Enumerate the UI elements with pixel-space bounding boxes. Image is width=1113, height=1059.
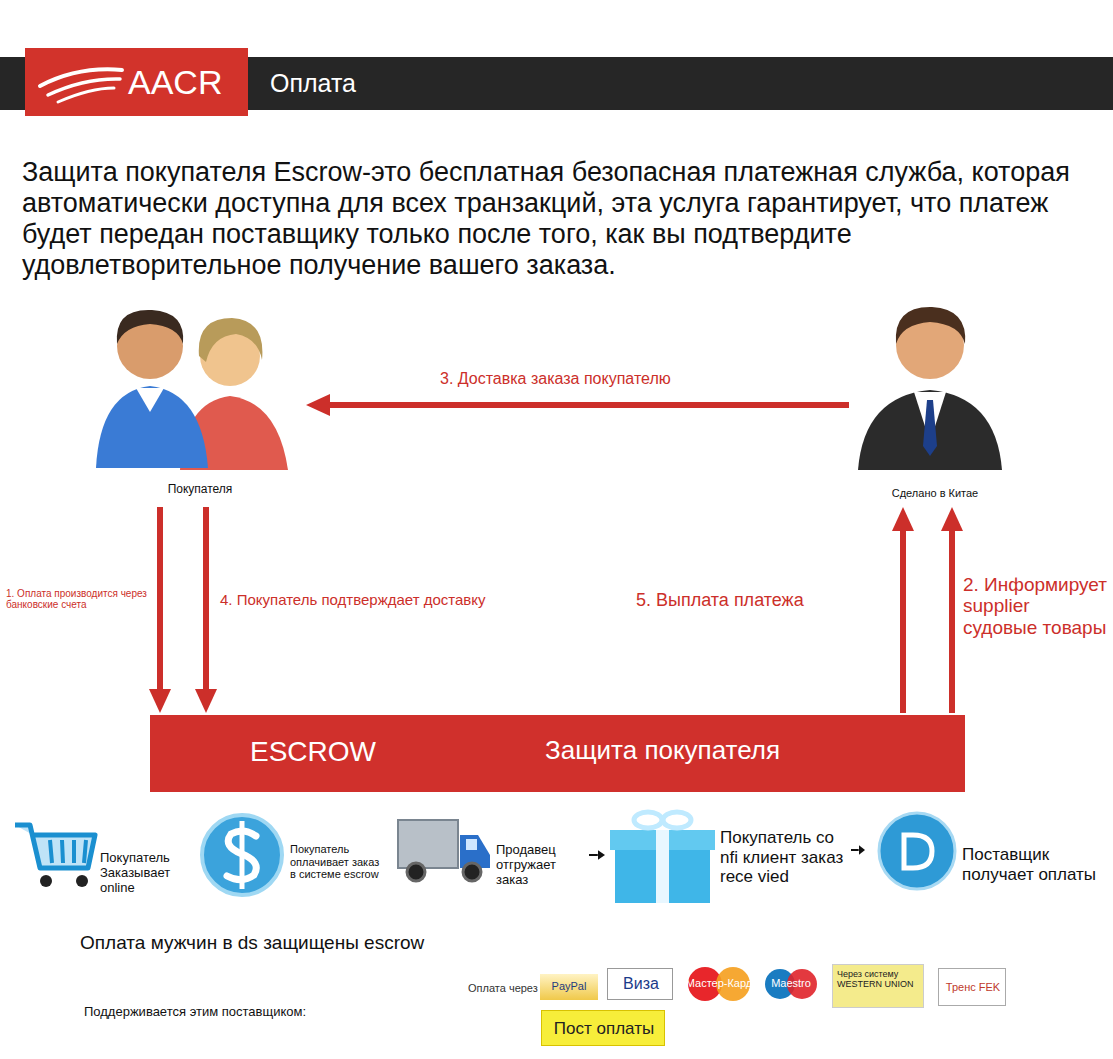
logo-text: AACR xyxy=(128,63,246,102)
node-text: Сделано в Китае xyxy=(850,487,1020,500)
flow-arrow xyxy=(900,531,906,713)
flow-arrow xyxy=(330,402,849,408)
payment-badge: Тренс FEK xyxy=(938,968,1006,1006)
payment-badge: Maestro xyxy=(760,968,822,1000)
payment-badge: Пост оплаты xyxy=(541,1010,665,1046)
logo-wings xyxy=(40,69,122,102)
logo-box xyxy=(25,48,248,116)
edge-label: 5. Выплата платежа xyxy=(636,590,886,610)
node-text: PayPal xyxy=(540,980,598,993)
dollar-icon xyxy=(202,815,282,895)
node-text: Покупателя xyxy=(95,483,305,497)
node-text: Покупатель сo nfi клиент заказ rece vied xyxy=(720,828,848,887)
edge-label: 3. Доставка заказа покупателю xyxy=(440,370,740,388)
payment-badge: Виза xyxy=(607,968,673,1000)
node-text: Покупатель оплачивает заказ в системе es… xyxy=(290,843,388,881)
note-text: Поддерживается этим поставщиком: xyxy=(84,1005,384,1020)
payment-badge: Через систему WESTERN UNION xyxy=(832,964,924,1008)
escrow-band: ESCROW Защита покупателя xyxy=(150,715,965,792)
flow-arrow xyxy=(589,854,598,856)
flow-arrow xyxy=(203,507,209,689)
cart-icon xyxy=(15,825,95,887)
gift-icon xyxy=(610,812,715,903)
flow-arrow xyxy=(851,849,859,851)
step-box: Покупатель оплачивает заказ в системе es… xyxy=(200,805,390,905)
node-text: Мастер-Кард xyxy=(683,977,755,990)
node-text: Покупатель Заказывает online xyxy=(100,851,208,896)
payment-badge: Мастер-Кард xyxy=(683,966,755,1002)
step-box: Продавец отгружает заказ xyxy=(392,805,588,905)
step-box: Покупатель Заказывает online xyxy=(10,805,210,905)
step-box: Поставщик получает оплаты xyxy=(866,805,1110,905)
edge-label: 1. Оплата производится через банковские … xyxy=(6,588,151,610)
page-title: Оплата xyxy=(270,69,356,98)
node-text: Maestro xyxy=(760,977,822,990)
node-text: Защита покупателя xyxy=(545,736,945,766)
payment-badge: PayPal xyxy=(540,974,598,1000)
payout-coin-icon xyxy=(879,813,955,889)
node-text: Через систему WESTERN UNION xyxy=(837,969,921,990)
node-text: ESCROW xyxy=(250,736,500,768)
seller-actor: Сделано в Китае xyxy=(850,300,1020,505)
truck-icon xyxy=(398,820,490,881)
step-box: Покупатель сo nfi клиент заказ rece vied xyxy=(606,800,850,905)
edge-label: 4. Покупатель подтверждает доставку xyxy=(220,592,550,609)
flow-arrow xyxy=(157,507,163,689)
flow-arrow xyxy=(949,531,955,713)
note-text: Оплата мужчин в ds защищены escrow xyxy=(80,932,580,954)
node-text: Виза xyxy=(608,975,674,993)
intro-paragraph: Защита покупателя Escrow-это бесплатная … xyxy=(22,157,1097,281)
node-text: Тренс FEK xyxy=(939,981,1007,994)
note-text: Оплата через xyxy=(468,982,538,995)
buyer-actor: Покупателя xyxy=(95,305,305,505)
node-text: Поставщик получает оплаты xyxy=(962,845,1107,884)
seller-figure xyxy=(858,307,1002,470)
node-text: Пост оплаты xyxy=(542,1019,666,1039)
buyers-figure xyxy=(96,310,288,470)
node-text: Продавец отгружает заказ xyxy=(496,843,586,888)
edge-label: 2. Информирует supplier судовые товары xyxy=(963,574,1108,638)
